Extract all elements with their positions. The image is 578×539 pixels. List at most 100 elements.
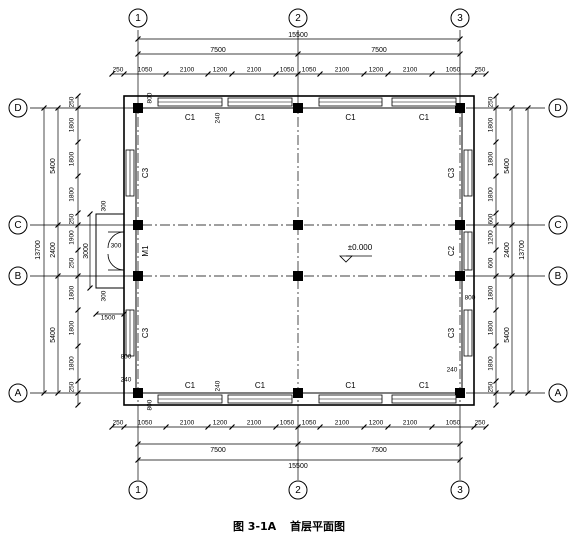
dim-seg-bottom-text: 1050 bbox=[138, 420, 153, 427]
dim-tick bbox=[135, 441, 141, 447]
dim-total-bottom-text: 15500 bbox=[288, 463, 308, 470]
dim-tick bbox=[429, 71, 435, 77]
dim-seg-bottom-text: 250 bbox=[475, 420, 486, 427]
axis-bubble bbox=[288, 480, 308, 500]
dim-seg-bottom-text: 1050 bbox=[302, 420, 317, 427]
axis-label-2: 2 bbox=[295, 485, 301, 496]
dim-seg-bottom-text: 2100 bbox=[180, 420, 195, 427]
dim-seg-bottom-text: 1050 bbox=[446, 420, 461, 427]
dim-tick bbox=[457, 457, 463, 463]
dim-tick bbox=[121, 311, 127, 317]
dim-door-side: 300 bbox=[101, 290, 108, 301]
dim-tick bbox=[55, 390, 61, 396]
column bbox=[133, 103, 143, 113]
column bbox=[133, 271, 143, 281]
dim-part-left-text: 5400 bbox=[50, 158, 57, 174]
axis-bubble bbox=[548, 266, 568, 286]
dim-tick bbox=[163, 424, 169, 430]
dim-seg-right-text: 1800 bbox=[488, 187, 495, 202]
dim-tick bbox=[525, 105, 531, 111]
axis-label-D: D bbox=[554, 103, 561, 114]
note: 800 bbox=[465, 295, 476, 302]
column bbox=[455, 388, 465, 398]
dim-tick bbox=[135, 36, 141, 42]
dim-seg-top-text: 1050 bbox=[446, 67, 461, 74]
dim-tick bbox=[493, 222, 499, 228]
dim-seg-left-text: 250 bbox=[69, 257, 76, 268]
column bbox=[293, 388, 303, 398]
dim-seg-top-text: 2100 bbox=[247, 67, 262, 74]
dim-seg-left-text: 250 bbox=[69, 96, 76, 107]
window-label: C3 bbox=[447, 327, 456, 338]
dim-seg-left-text: 1900 bbox=[69, 230, 76, 245]
dim-seg-left-text: 250 bbox=[69, 381, 76, 392]
axis-bubble bbox=[8, 383, 28, 403]
dim-tick bbox=[75, 210, 81, 216]
dim-tick bbox=[493, 402, 499, 408]
dim-tick bbox=[493, 105, 499, 111]
dim-tick bbox=[493, 139, 499, 145]
axis-bubble bbox=[288, 8, 308, 28]
dim-tick bbox=[205, 71, 211, 77]
caption-title: 首层平面图 bbox=[290, 520, 346, 533]
dim-tick bbox=[295, 71, 301, 77]
axis-bubble bbox=[548, 98, 568, 118]
dim-seg-left-text: 1800 bbox=[69, 285, 76, 300]
elevation-triangle bbox=[339, 255, 353, 263]
elevation-label: ±0.000 bbox=[348, 243, 373, 252]
outer-wall bbox=[123, 95, 475, 406]
window-label: C1 bbox=[419, 381, 430, 390]
note: 800 bbox=[121, 354, 132, 361]
dim-tick bbox=[75, 247, 81, 253]
dim-seg-left-text: 1800 bbox=[69, 187, 76, 202]
dim-tick bbox=[361, 424, 367, 430]
dim-seg-left-text: 1800 bbox=[69, 151, 76, 166]
dim-total-right-text: 13700 bbox=[519, 240, 526, 260]
axis-label-A: A bbox=[15, 388, 22, 399]
dim-tick bbox=[509, 105, 515, 111]
axis-label-B: B bbox=[15, 271, 22, 282]
window-label: C1 bbox=[419, 113, 430, 122]
window-label: C1 bbox=[185, 381, 196, 390]
dim-tick bbox=[509, 222, 515, 228]
dim-tick bbox=[509, 273, 515, 279]
dim-tick bbox=[273, 71, 279, 77]
dim-seg-right-text: 1800 bbox=[488, 285, 495, 300]
window-label: C3 bbox=[141, 327, 150, 338]
dim-tick bbox=[75, 173, 81, 179]
dim-total-left-text: 13700 bbox=[35, 240, 42, 260]
dim-tick bbox=[493, 343, 499, 349]
axis-bubble bbox=[450, 8, 470, 28]
dim-seg-right-text: 250 bbox=[488, 381, 495, 392]
entry-porch bbox=[95, 213, 125, 289]
column bbox=[455, 220, 465, 230]
dim-seg-right-text: 1800 bbox=[488, 117, 495, 132]
dim-tick bbox=[121, 71, 127, 77]
dim-total-top-text: 15500 bbox=[288, 32, 308, 39]
axis-label-D: D bbox=[14, 103, 21, 114]
dim-seg-right-text: 600 bbox=[488, 257, 495, 268]
note: 800 bbox=[147, 92, 154, 103]
axis-bubble bbox=[548, 215, 568, 235]
dim-tick bbox=[163, 71, 169, 77]
dim-tick bbox=[361, 71, 367, 77]
dim-tick bbox=[457, 36, 463, 42]
window-label: C1 bbox=[345, 113, 356, 122]
axis-label-3: 3 bbox=[457, 485, 463, 496]
note: 800 bbox=[147, 399, 154, 410]
dim-door-text: 3000 bbox=[83, 243, 90, 259]
dim-tick bbox=[493, 390, 499, 396]
dim-tick bbox=[135, 51, 141, 57]
window-label: C3 bbox=[141, 167, 150, 178]
dim-seg-right-text: 1800 bbox=[488, 151, 495, 166]
dim-tick bbox=[493, 247, 499, 253]
dim-seg-left-text: 1800 bbox=[69, 117, 76, 132]
dim-seg-bottom-text: 2100 bbox=[403, 420, 418, 427]
dim-tick bbox=[93, 311, 99, 317]
dim-tick bbox=[457, 51, 463, 57]
dim-seg-left-text: 250 bbox=[69, 213, 76, 224]
dim-tick bbox=[483, 424, 489, 430]
axis-label-C: C bbox=[554, 220, 561, 231]
dim-seg-top-text: 1050 bbox=[280, 67, 295, 74]
dim-tick bbox=[75, 93, 81, 99]
